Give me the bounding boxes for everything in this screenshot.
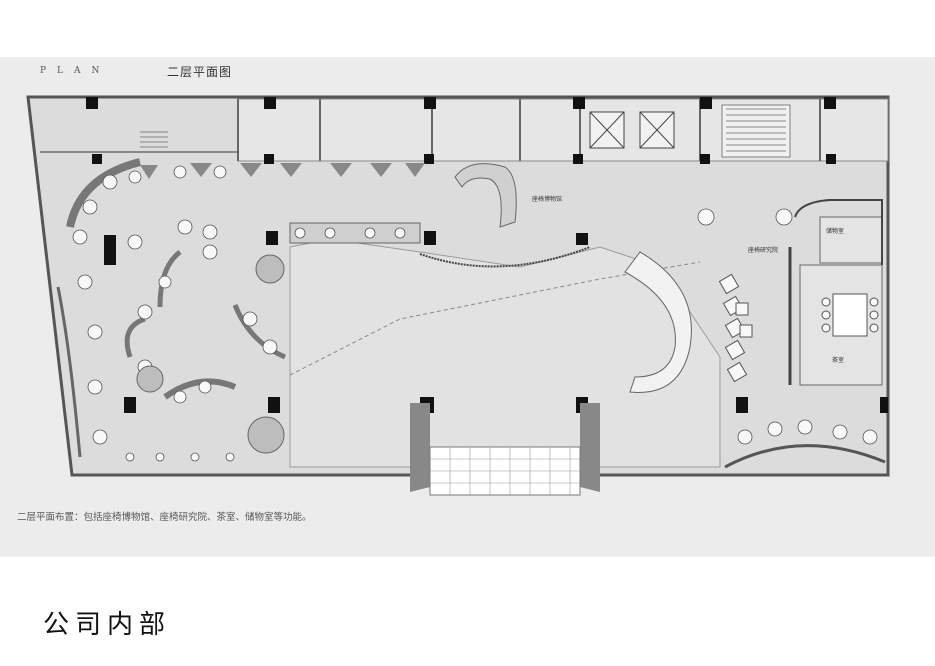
display-bar (289, 222, 421, 244)
curved-counter (454, 163, 517, 228)
entrance-stair (410, 403, 600, 496)
research-chair-row (718, 273, 753, 383)
plan-header-chinese: 二层平面图 (167, 65, 233, 79)
stair-right (721, 104, 791, 158)
section-title: 公司内部 (43, 610, 172, 640)
curved-wall-bottom (419, 246, 591, 268)
room-label-tea: 茶室 (832, 356, 844, 364)
room-label-museum: 座椅博物馆 (532, 195, 562, 203)
room-label-research: 座椅研究院 (748, 246, 778, 254)
stair-left (140, 131, 168, 148)
plan-caption: 二层平面布置：包括座椅博物馆、座椅研究院、茶室、储物室等功能。 (17, 512, 312, 523)
storage-room (819, 216, 883, 264)
curved-facade (724, 444, 886, 469)
curved-ramp (624, 251, 692, 393)
floor-plan-drawing: 座椅博物馆 座椅研究院 储物室 茶室 (26, 95, 890, 496)
plan-header-latin: PLAN (40, 66, 111, 76)
tea-table (832, 293, 868, 337)
service-strip (237, 98, 889, 162)
plinths (140, 163, 425, 179)
round-tables (136, 254, 285, 454)
floor-plan-panel: 座椅博物馆 座椅研究院 储物室 茶室 PLAN 二层平面图 二层平面布置：包括座… (0, 57, 935, 557)
room-label-storage: 储物室 (826, 227, 844, 235)
structural-columns (86, 97, 888, 413)
